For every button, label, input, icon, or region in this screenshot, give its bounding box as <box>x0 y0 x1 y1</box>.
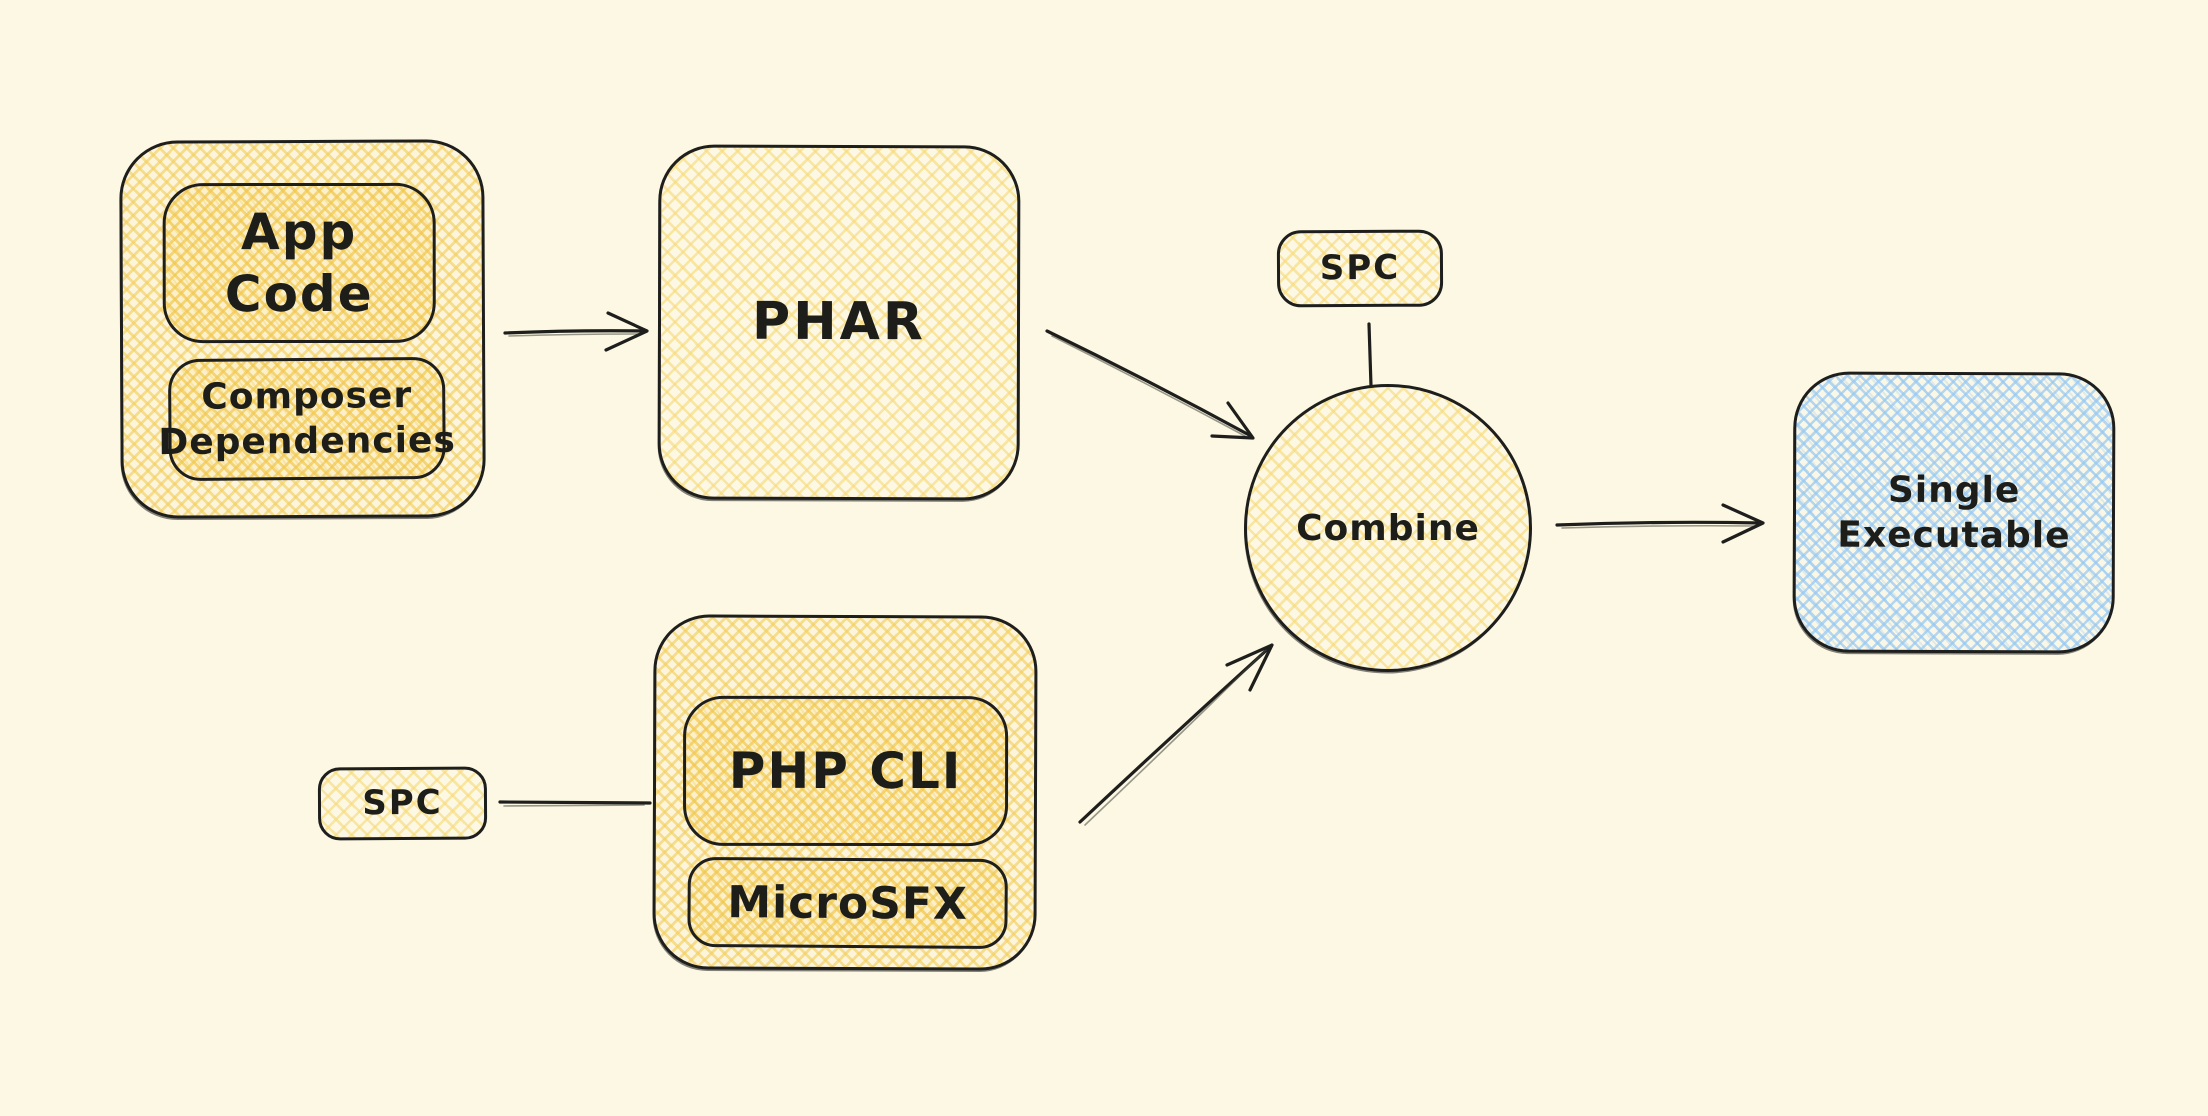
node-spc-left: SPC <box>317 766 488 841</box>
node-single-executable: Single Executable <box>1792 371 2116 654</box>
node-spc-top: SPC <box>1276 229 1444 308</box>
edge-spc-top-to-combine <box>1367 322 1373 388</box>
node-microsfx: MicroSFX <box>687 856 1008 950</box>
node-composer-dependencies-label: Composer Dependencies <box>158 375 456 464</box>
edge-phar-to-combine <box>1045 329 1255 440</box>
node-spc-top-label: SPC <box>1319 248 1401 289</box>
node-combine: Combine <box>1244 384 1532 672</box>
node-microsfx-label: MicroSFX <box>727 876 969 930</box>
node-php-cli-label: PHP CLI <box>728 741 963 800</box>
node-app-code-label: App Code <box>224 202 374 324</box>
node-spc-left-label: SPC <box>362 783 443 824</box>
edge-spc-left-to-php-group <box>498 800 652 807</box>
node-phar-label: PHAR <box>751 291 927 353</box>
node-app-group: App Code Composer Dependencies <box>119 139 486 519</box>
edge-php-group-to-combine <box>1078 643 1274 826</box>
edge-combine-to-single-executable <box>1555 503 1765 544</box>
node-php-cli: PHP CLI <box>683 695 1009 847</box>
node-php-group: PHP CLI MicroSFX <box>652 614 1038 971</box>
node-composer-dependencies: Composer Dependencies <box>158 356 456 482</box>
edge-app-group-to-phar <box>503 311 649 352</box>
node-app-code: App Code <box>162 182 436 344</box>
node-phar: PHAR <box>657 144 1021 501</box>
node-combine-label: Combine <box>1296 507 1480 549</box>
node-single-executable-label: Single Executable <box>1837 469 2071 556</box>
